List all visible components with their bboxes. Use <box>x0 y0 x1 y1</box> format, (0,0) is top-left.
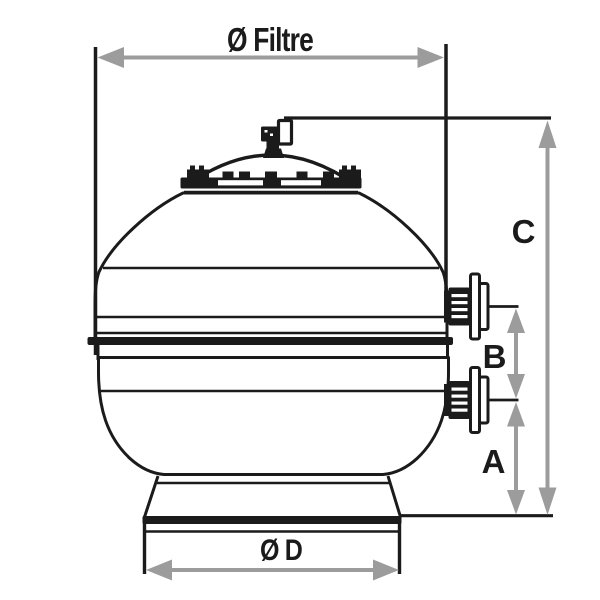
flange-bolt-nub <box>342 165 347 171</box>
c-dimension-label: C <box>512 213 535 250</box>
arrowhead-up-icon <box>538 120 557 148</box>
pedestal-sides <box>143 475 402 518</box>
port-nut-rib <box>451 308 468 312</box>
valve-sight-glass <box>276 118 294 146</box>
valve-knob-detail <box>270 133 273 136</box>
port-nut <box>448 287 470 326</box>
flange-bolt <box>239 171 250 178</box>
arrowhead-down-icon <box>507 490 525 515</box>
arrowhead-up-icon <box>507 402 525 427</box>
arrowhead-left-icon <box>97 47 124 68</box>
flange-slot <box>218 180 263 186</box>
filter-diameter-dimension: Ø Filtre <box>93 21 448 355</box>
arrowhead-right-icon <box>373 559 399 581</box>
filter-tank <box>87 118 490 574</box>
base-walls <box>142 522 402 574</box>
flange-band <box>180 177 362 189</box>
flange-bolt <box>323 171 334 178</box>
lower-side-port <box>444 366 490 434</box>
flange-bolt <box>222 171 234 178</box>
port-nut <box>448 381 470 419</box>
flange-bolt-nub <box>199 165 204 171</box>
base-diameter-dimension: Ø D <box>146 534 399 581</box>
flange-bolt-nub <box>190 165 195 171</box>
arrowhead-left-icon <box>146 559 172 581</box>
port-nut-rib <box>451 401 468 405</box>
port-nut-rib <box>451 394 468 398</box>
tank-lower-bowl <box>97 356 450 476</box>
valve-knob <box>261 126 278 142</box>
flange-bolt-nub <box>351 165 356 171</box>
port-flange-plate <box>478 282 490 331</box>
pedestal-base <box>142 475 402 574</box>
flange-bolt <box>339 169 361 178</box>
base-diameter-label: Ø D <box>260 534 302 567</box>
port-flange-plate <box>478 375 490 425</box>
mid-clamp-band <box>87 337 453 345</box>
flange-bolt <box>296 171 308 178</box>
port-nut-rib <box>451 315 468 319</box>
flange-bolt <box>187 169 209 178</box>
arrowhead-up-icon <box>507 308 525 333</box>
arrowhead-right-icon <box>417 47 444 68</box>
filter-diameter-label: Ø Filtre <box>227 21 314 58</box>
port-nut-rib <box>451 294 468 298</box>
a-dimension-label: A <box>482 443 505 480</box>
port-nut-rib <box>451 408 468 412</box>
air-relief-valve <box>261 118 294 158</box>
flange-slot <box>281 180 321 186</box>
base-ring-band <box>142 516 402 524</box>
b-dimension: B <box>483 305 525 399</box>
port-nut-rib <box>451 387 468 391</box>
arrowhead-down-icon <box>538 487 557 515</box>
upper-side-port <box>444 272 490 341</box>
valve-knob-detail <box>264 130 268 133</box>
c-dimension: C <box>284 116 557 518</box>
arrowhead-down-icon <box>507 374 525 399</box>
a-dimension: A <box>482 398 525 515</box>
port-nut-rib <box>451 301 468 305</box>
b-dimension-label: B <box>483 338 506 375</box>
flange-bolt <box>265 171 277 178</box>
